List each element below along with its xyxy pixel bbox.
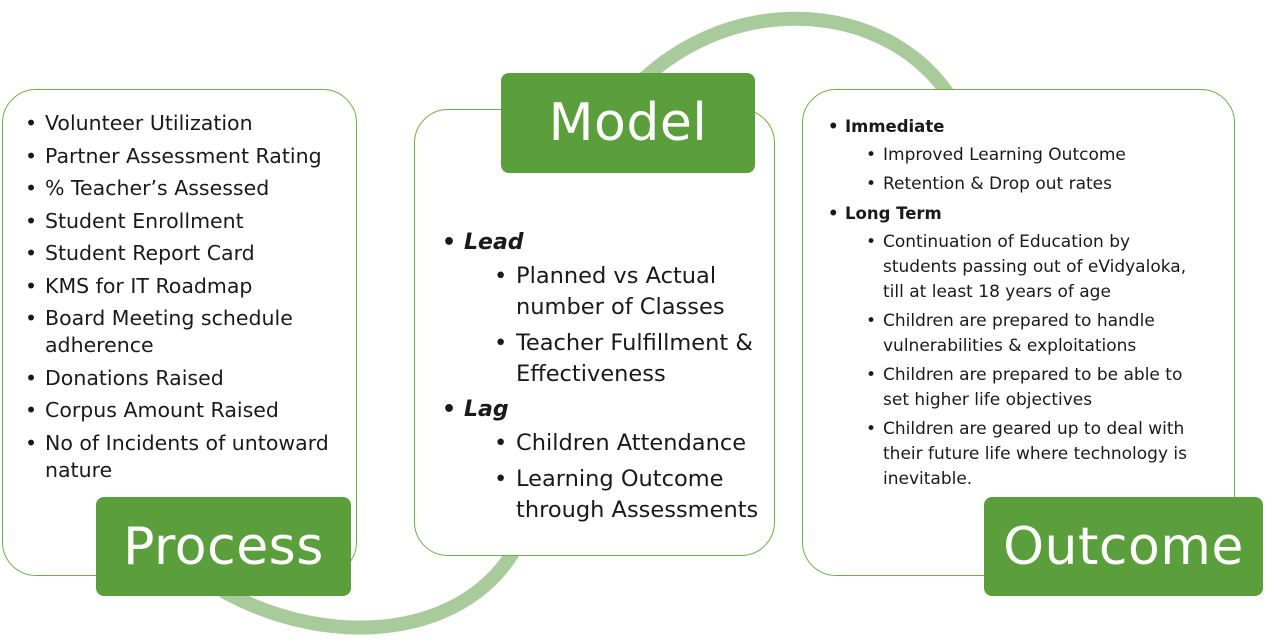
model-item: Learning Outcome through Assessments [490, 464, 768, 526]
process-item: Volunteer Utilization [22, 110, 347, 137]
process-label: Process [96, 497, 351, 596]
outcome-sublist: Continuation of Education by students pa… [845, 230, 1206, 492]
outcome-item: Retention & Drop out rates [864, 172, 1206, 197]
outcome-group-heading: Immediate [845, 117, 945, 136]
process-item: Partner Assessment Rating [22, 143, 347, 170]
process-item: Donations Raised [22, 365, 347, 392]
model-group-heading: Lag [464, 397, 509, 422]
model-item: Teacher Fulfillment & Effectiveness [490, 328, 768, 390]
process-item: Student Enrollment [22, 208, 347, 235]
model-item: Children Attendance [490, 428, 768, 459]
outcome-item: Continuation of Education by students pa… [864, 230, 1206, 305]
model-group-heading: Lead [464, 230, 524, 255]
outcome-item: Children are prepared to be able to set … [864, 363, 1206, 413]
model-label: Model [501, 73, 755, 173]
outcome-group-heading: Long Term [845, 204, 942, 223]
outcome-label: Outcome [984, 497, 1263, 596]
process-item: No of Incidents of untoward nature [22, 430, 347, 484]
model-item: Planned vs Actual number of Classes [490, 261, 768, 323]
model-sublist: Planned vs Actual number of ClassesTeach… [464, 261, 768, 390]
outcome-item: Children are prepared to handle vulnerab… [864, 309, 1206, 359]
process-item: KMS for IT Roadmap [22, 273, 347, 300]
outcome-group: Long TermContinuation of Education by st… [826, 201, 1206, 492]
process-item: % Teacher’s Assessed [22, 175, 347, 202]
process-item: Board Meeting schedule adherence [22, 305, 347, 359]
model-group: LeadPlanned vs Actual number of ClassesT… [438, 228, 768, 390]
process-list: Volunteer UtilizationPartner Assessment … [22, 110, 347, 489]
process-item: Corpus Amount Raised [22, 397, 347, 424]
arc-bottom [218, 533, 527, 635]
model-group: LagChildren AttendanceLearning Outcome t… [438, 395, 768, 526]
model-list: LeadPlanned vs Actual number of ClassesT… [438, 228, 768, 531]
outcome-group: ImmediateImproved Learning OutcomeRetent… [826, 114, 1206, 197]
process-item: Student Report Card [22, 240, 347, 267]
outcome-sublist: Improved Learning OutcomeRetention & Dro… [845, 143, 1206, 197]
outcome-item: Children are geared up to deal with thei… [864, 417, 1206, 492]
outcome-item: Improved Learning Outcome [864, 143, 1206, 168]
model-sublist: Children AttendanceLearning Outcome thro… [464, 428, 768, 526]
outcome-list: ImmediateImproved Learning OutcomeRetent… [826, 114, 1206, 496]
